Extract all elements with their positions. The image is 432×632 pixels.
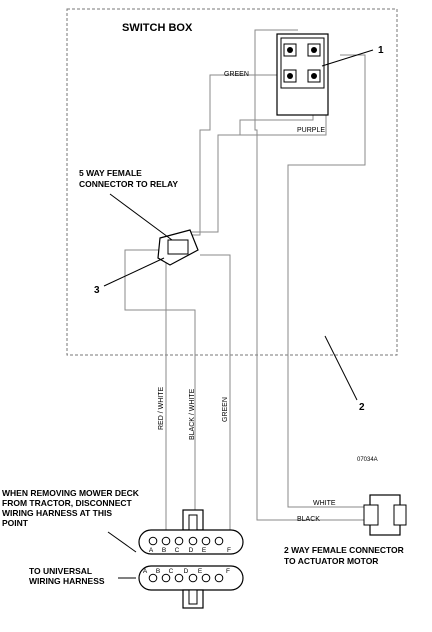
pin-label-upper: E [202,547,207,554]
wire-label-green-vertical: GREEN [222,397,229,422]
remove-note-line: FROM TRACTOR, DISCONNECT [2,498,133,508]
remove-note-line: WIRING HARNESS AT THIS [2,508,112,518]
relay-connector [157,229,199,266]
switch-box-boundary [66,8,398,356]
lower-harness-connector [138,565,244,609]
universal-note-line: WIRING HARNESS [29,576,105,586]
pin-label-lower: D [184,568,189,575]
wire-black-white [124,249,196,535]
pin-label-upper: A [149,547,154,554]
actuator-note-line: TO ACTUATOR MOTOR [284,556,378,566]
switch-component [276,33,329,116]
pin-label-lower: E [198,568,203,575]
wire-label-white: WHITE [313,500,336,507]
wire-black-actuator [254,29,368,521]
callout-1: 1 [378,45,384,56]
wire-label-red-white: RED / WHITE [158,387,165,430]
wires [124,29,368,535]
wire-label-black: BLACK [297,516,320,523]
wire-green-vertical [200,254,231,535]
upper-harness-connector [138,509,244,555]
pin-label-lower: F [226,568,230,575]
pin-label-upper: C [175,547,180,554]
pin-label-lower: C [169,568,174,575]
callout-3: 3 [94,285,100,296]
pin-label-upper: B [162,547,166,554]
switch-box-title: SWITCH BOX [122,22,193,34]
wire-label-black-white: BLACK / WHITE [189,388,196,440]
pin-label-lower: B [156,568,160,575]
wire-label-green: GREEN [224,71,249,78]
actuator-note-line: 2 WAY FEMALE CONNECTOR [284,545,404,555]
wire-white-actuator [287,54,368,508]
pin-label-upper: D [189,547,194,554]
callout-2: 2 [359,402,365,413]
pin-label-upper: F [227,547,231,554]
pin-label-lower: A [143,568,148,575]
universal-note-line: TO UNIVERSAL [29,566,92,576]
remove-note-line: POINT [2,518,29,528]
leader-lines [103,49,374,579]
part-number: 07034A [357,457,378,463]
remove-note-line: WHEN REMOVING MOWER DECK [2,488,140,498]
wire-label-purple: PURPLE [297,127,325,134]
relay-note-line: CONNECTOR TO RELAY [79,179,178,189]
wire-green-switch-relay [182,74,283,236]
relay-note-line: 5 WAY FEMALE [79,168,142,178]
actuator-connector [363,494,407,536]
